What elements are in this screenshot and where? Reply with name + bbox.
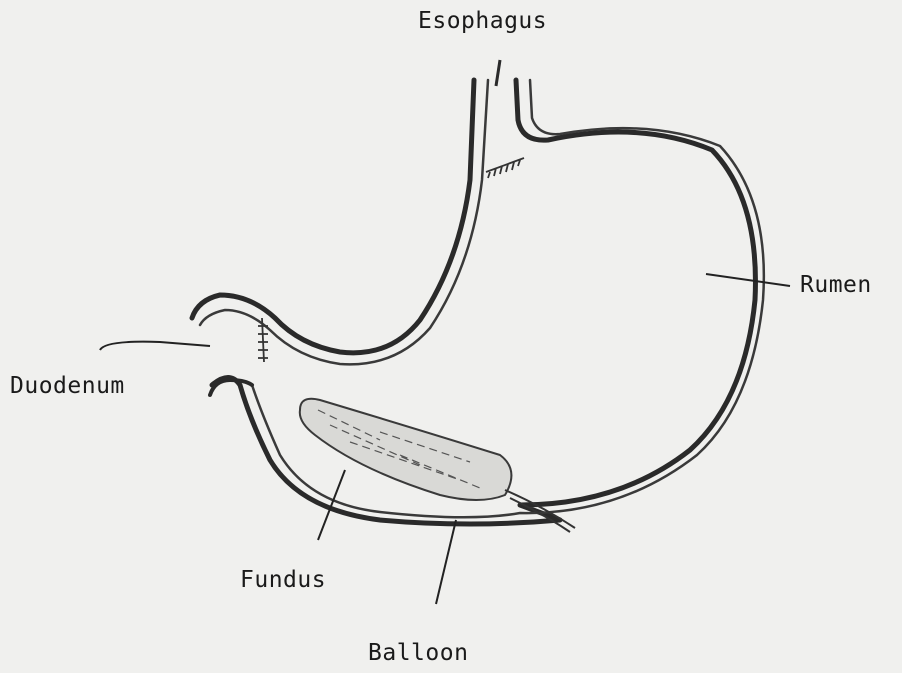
label-esophagus: Esophagus — [418, 8, 547, 34]
duodenum-lower — [210, 380, 252, 395]
balloon-leader — [436, 520, 456, 604]
label-balloon: Balloon — [368, 640, 468, 666]
pyloric-sphincter — [258, 318, 268, 362]
label-fundus: Fundus — [240, 567, 326, 593]
cardiac-sphincter — [486, 158, 524, 178]
esophagus-tick — [496, 60, 500, 86]
label-rumen: Rumen — [800, 272, 872, 298]
rumen-leader — [706, 274, 790, 286]
balloon-shape — [300, 399, 512, 500]
label-duodenum: Duodenum — [10, 373, 125, 399]
duodenum-leader — [100, 342, 210, 350]
lesser-curvature-inner — [200, 80, 488, 364]
